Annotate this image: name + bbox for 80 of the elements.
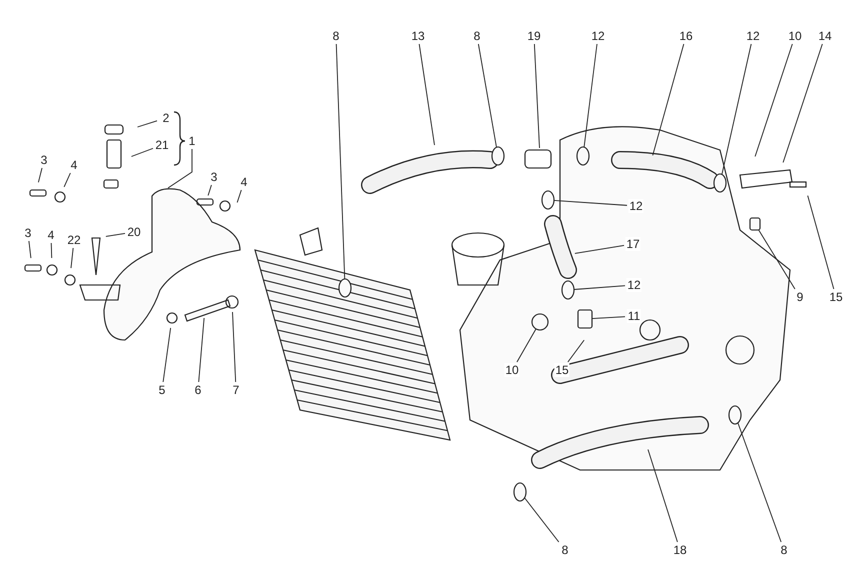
callout-number: 12 [590, 29, 606, 43]
leader-line [28, 240, 32, 259]
hose-clamp [576, 146, 590, 166]
leader-line [554, 200, 628, 206]
leader-line [592, 316, 626, 320]
callout-number: 22 [66, 233, 82, 247]
callout-number: 18 [672, 543, 688, 557]
callout-number: 4 [46, 228, 56, 242]
hose-clamp [338, 278, 352, 298]
leader-line [574, 245, 624, 254]
callout-number: 16 [678, 29, 694, 43]
sealing-ring [531, 313, 549, 331]
leader-line [64, 172, 71, 188]
leader-line [524, 497, 560, 542]
callout-number: 4 [240, 175, 248, 189]
callout-number: 4 [70, 158, 78, 172]
callout-number: 12 [628, 199, 644, 213]
hose-clamp [491, 146, 505, 166]
sensor [749, 217, 761, 231]
callout-number: 14 [817, 29, 833, 43]
leader-line [534, 44, 540, 148]
callout-number: 3 [210, 170, 218, 184]
leader-line [336, 44, 346, 280]
callout-number: 9 [796, 290, 804, 304]
hose-clamp [728, 405, 742, 425]
callout-number: 8 [560, 543, 570, 557]
leader-line [198, 318, 205, 382]
callout-number: 17 [625, 237, 641, 251]
callout-number: 15 [554, 363, 570, 377]
callout-number: 10 [504, 363, 520, 377]
leader-line [478, 44, 497, 148]
leader-line [105, 232, 126, 237]
callout-number: 21 [154, 138, 170, 152]
leader-line [584, 44, 598, 148]
leader-line [418, 44, 435, 146]
callout-number: 19 [526, 29, 542, 43]
callout-number: 10 [787, 29, 803, 43]
leader-line [721, 44, 752, 175]
leader-line [208, 184, 212, 196]
leader-line [137, 120, 158, 128]
leader-line [807, 195, 834, 290]
leader-line [130, 148, 154, 157]
callout-number: 2 [162, 111, 170, 125]
callout-number: 7 [232, 383, 240, 397]
callout-number: 6 [194, 383, 202, 397]
leader-line [516, 328, 536, 362]
leader-line [648, 449, 678, 542]
leader-line [782, 44, 823, 163]
hose-clamp [541, 190, 555, 210]
callout-number: 8 [780, 543, 788, 557]
leader-line [737, 422, 782, 542]
leader-line [162, 327, 172, 382]
leader-line [754, 44, 793, 157]
callout-number: 12 [626, 278, 642, 292]
expansion-tank [103, 188, 241, 341]
leader-line [38, 168, 42, 183]
hose-clamp [561, 280, 575, 300]
callout-number: 1 [188, 134, 196, 148]
leader-line [50, 242, 52, 258]
leader-line [236, 190, 242, 203]
leader-line [168, 148, 192, 188]
callout-number: 8 [472, 29, 482, 43]
hose-clamp [513, 482, 527, 502]
callout-number: 15 [828, 290, 844, 304]
leader-line [567, 340, 585, 362]
callout-number: 13 [410, 29, 426, 43]
callout-number: 5 [158, 383, 166, 397]
callout-number: 8 [332, 29, 340, 43]
callout-number: 11 [626, 309, 642, 323]
leader-line [232, 312, 236, 382]
leader-line [70, 248, 74, 269]
callout-number: 3 [40, 153, 48, 167]
hose-clamp [713, 173, 727, 193]
leader-line [652, 44, 684, 156]
thermostat-housing [577, 309, 593, 329]
leader-line [574, 285, 626, 290]
callout-number: 3 [24, 226, 32, 240]
callout-number: 20 [126, 225, 142, 239]
callout-number: 12 [745, 29, 761, 43]
leader-line [758, 230, 796, 290]
